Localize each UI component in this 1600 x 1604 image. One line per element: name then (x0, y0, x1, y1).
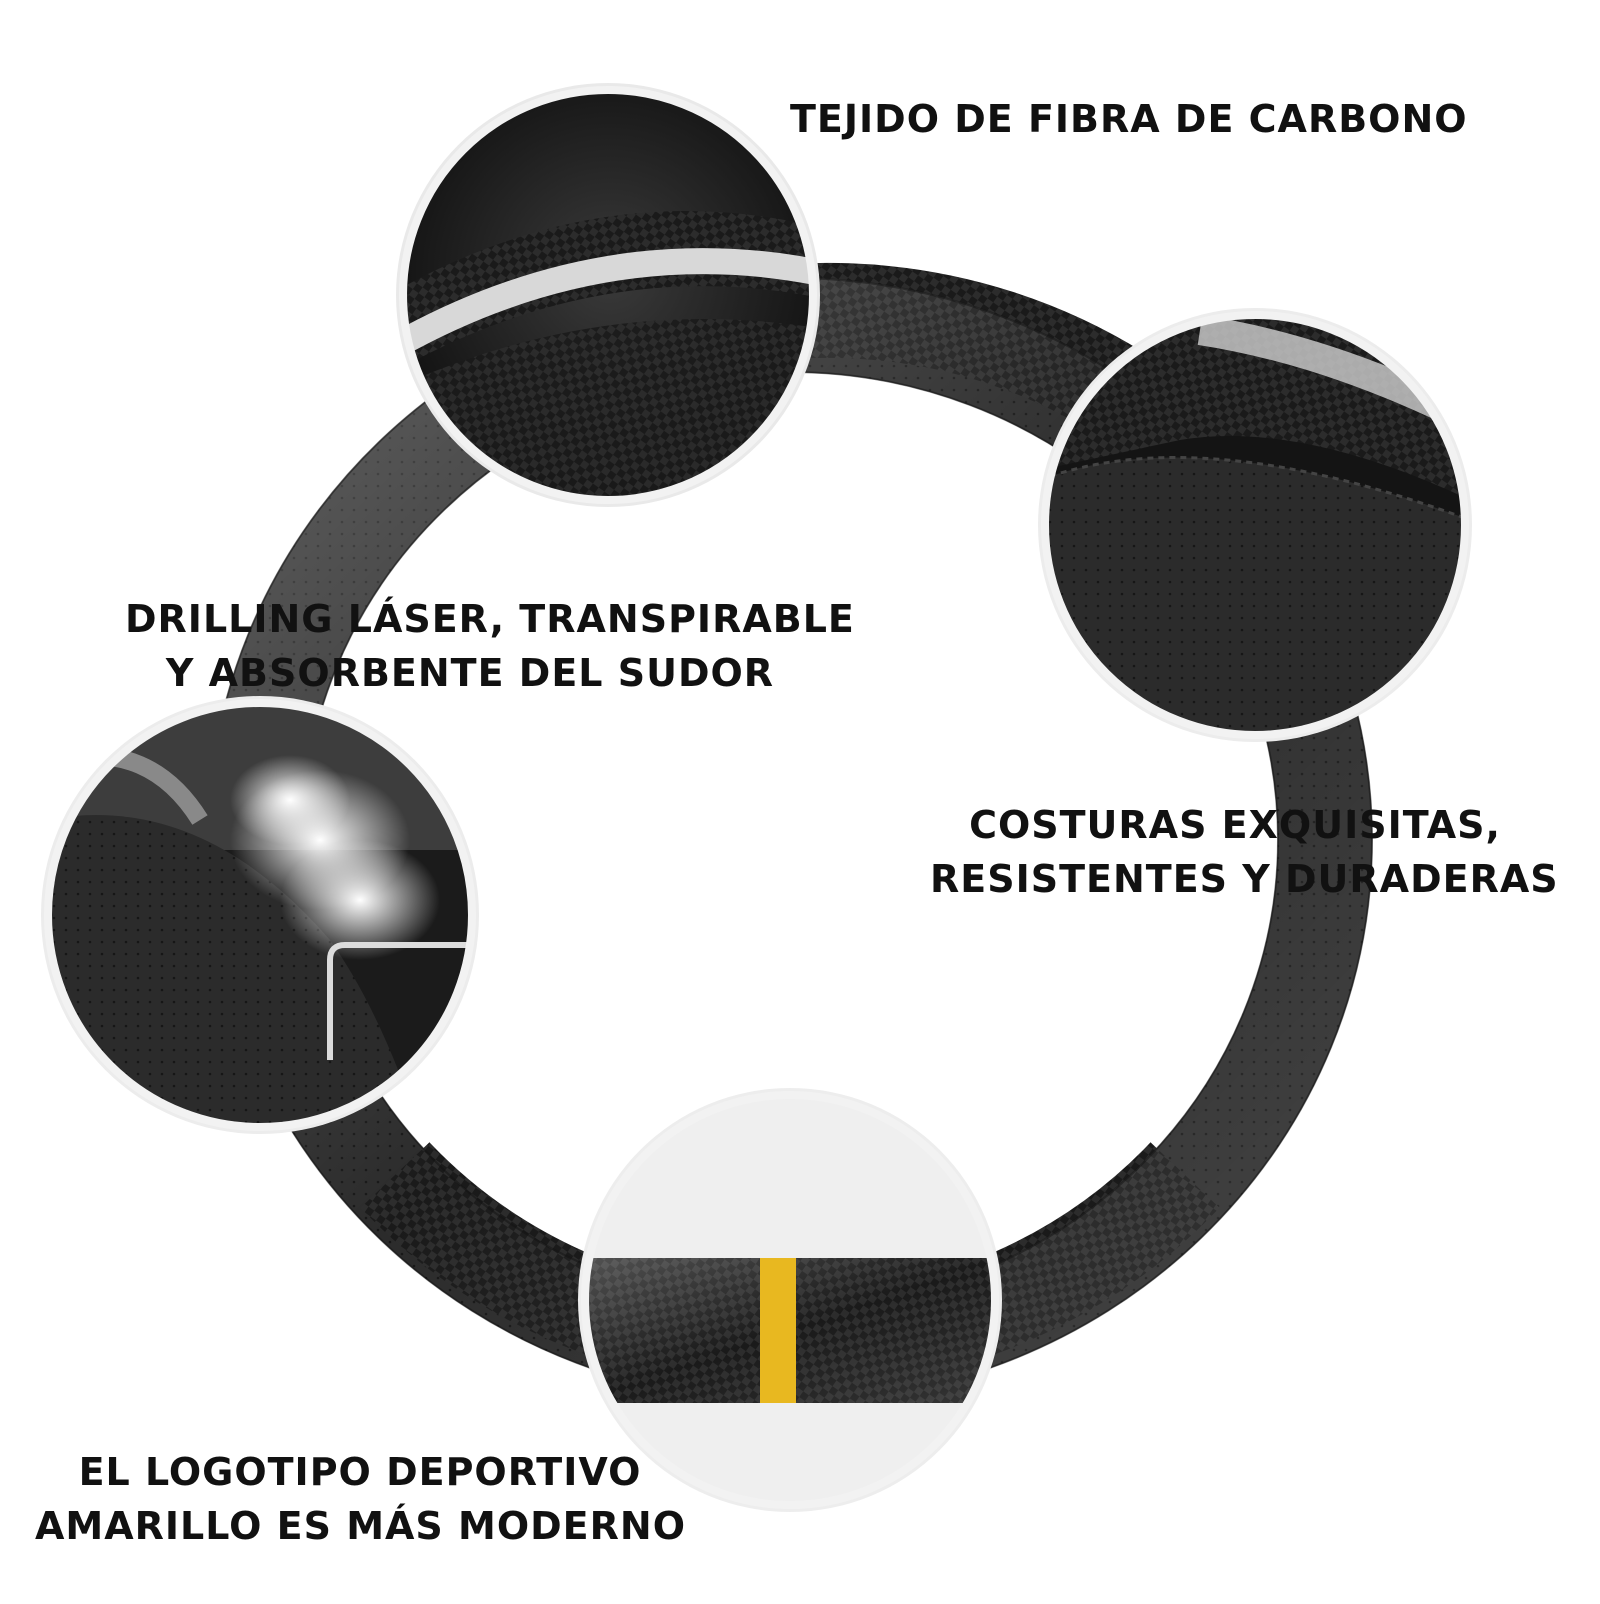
detail-circle-laser-drilling (41, 696, 479, 1134)
caption-line: RESISTENTES Y DURADERAS (930, 857, 1559, 901)
detail-circle-carbon-fiber (396, 83, 820, 507)
caption-line: Y ABSORBENTE DEL SUDOR (165, 651, 775, 695)
detail-circle-stitching (1038, 308, 1472, 742)
caption-line: EL LOGOTIPO DEPORTIVO (78, 1450, 642, 1494)
caption-laser-drilling: DRILLING LÁSER, TRANSPIRABLE Y ABSORBENT… (125, 592, 855, 700)
yellow-stripe (760, 1258, 796, 1403)
caption-line: COSTURAS EXQUISITAS, (969, 803, 1501, 847)
caption-stitching: COSTURAS EXQUISITAS, RESISTENTES Y DURAD… (930, 798, 1559, 906)
caption-line: DRILLING LÁSER, TRANSPIRABLE (125, 597, 855, 641)
caption-yellow-logo: EL LOGOTIPO DEPORTIVO AMARILLO ES MÁS MO… (35, 1445, 685, 1553)
caption-carbon-fiber: TEJIDO DE FIBRA DE CARBONO (790, 92, 1468, 146)
caption-line: TEJIDO DE FIBRA DE CARBONO (790, 97, 1468, 141)
detail-circle-yellow-logo (578, 1088, 1002, 1512)
caption-line: AMARILLO ES MÁS MODERNO (35, 1504, 687, 1548)
